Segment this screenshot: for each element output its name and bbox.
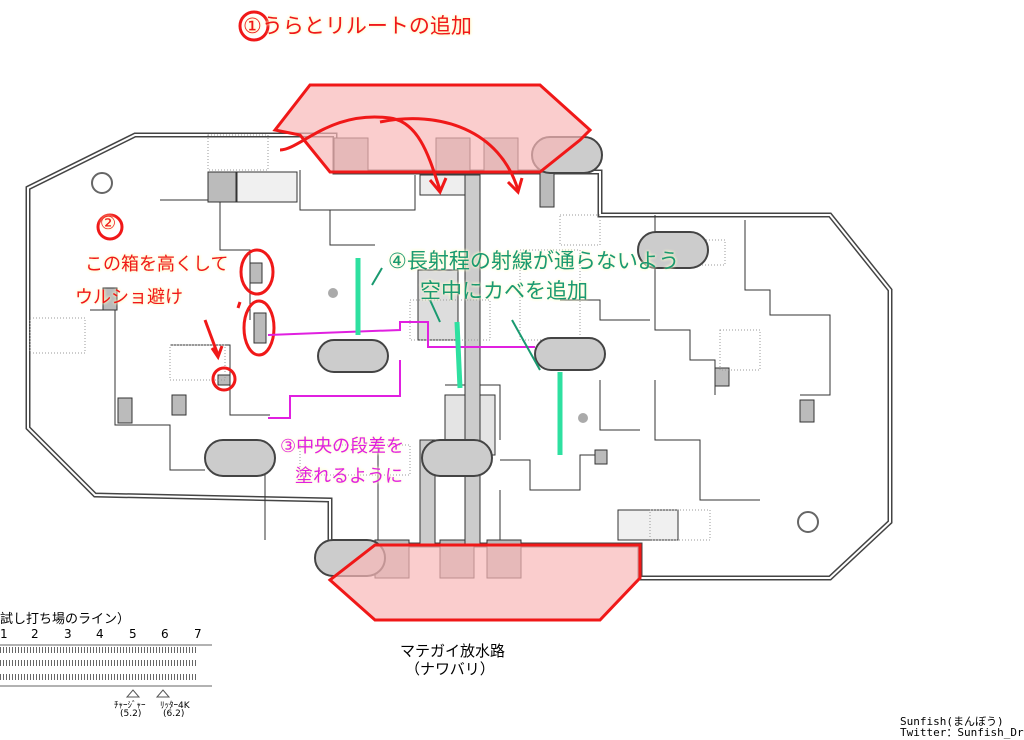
range-lines bbox=[0, 644, 212, 687]
red-arrows bbox=[96, 10, 524, 392]
splat4k-label: ﾘｯﾀｰ4K bbox=[160, 701, 190, 711]
charger-marker-icon bbox=[125, 689, 141, 698]
annotation-1: ①うらとリルートの追加 bbox=[243, 14, 472, 38]
green-walls bbox=[355, 258, 563, 455]
map-subtitle: （ナワバリ） bbox=[405, 660, 495, 678]
credit-name: Sunfish(まんぼう) bbox=[900, 715, 1004, 728]
new-route-bottom bbox=[327, 543, 642, 622]
annotation-4-line2: 空中にカベを追加 bbox=[420, 279, 588, 303]
tick: 2 bbox=[31, 627, 39, 641]
charger-label: ﾁｬｰｼﾞｬｰ bbox=[114, 701, 146, 711]
annotation-3-line1: ③中央の段差を bbox=[280, 436, 405, 457]
grate bbox=[236, 171, 298, 203]
tick: 1 bbox=[0, 627, 8, 641]
credit-twitter: Twitter：Sunfish_Drawing bbox=[900, 726, 1024, 739]
splat4k-marker-icon bbox=[155, 689, 171, 698]
annotation-2-line2: ウルショ避け bbox=[75, 287, 183, 308]
annotation-4-line1: ④長射程の射線が通らないよう bbox=[388, 249, 680, 273]
new-route-top bbox=[272, 83, 593, 174]
map-name: マテガイ放水路 bbox=[400, 642, 506, 660]
tick: 7 bbox=[194, 627, 202, 641]
annotation-2-line1: この箱を高くして bbox=[85, 254, 229, 275]
grate bbox=[617, 509, 679, 541]
tick: 6 bbox=[161, 627, 169, 641]
spawn-right bbox=[797, 511, 819, 533]
tick: 3 bbox=[64, 627, 72, 641]
map-walls bbox=[90, 170, 831, 545]
magenta-steps bbox=[267, 321, 535, 419]
charger-value: (5.2) bbox=[120, 709, 142, 719]
spawn-left bbox=[91, 172, 113, 194]
splat4k-value: (6.2) bbox=[163, 709, 185, 719]
annotation-3-line2: 塗れるように bbox=[295, 466, 403, 487]
annotation-2-number: ② bbox=[100, 213, 117, 234]
legend-title: 試し打ち場のライン） bbox=[0, 612, 131, 627]
tick: 4 bbox=[96, 627, 104, 641]
tick: 5 bbox=[129, 627, 137, 641]
